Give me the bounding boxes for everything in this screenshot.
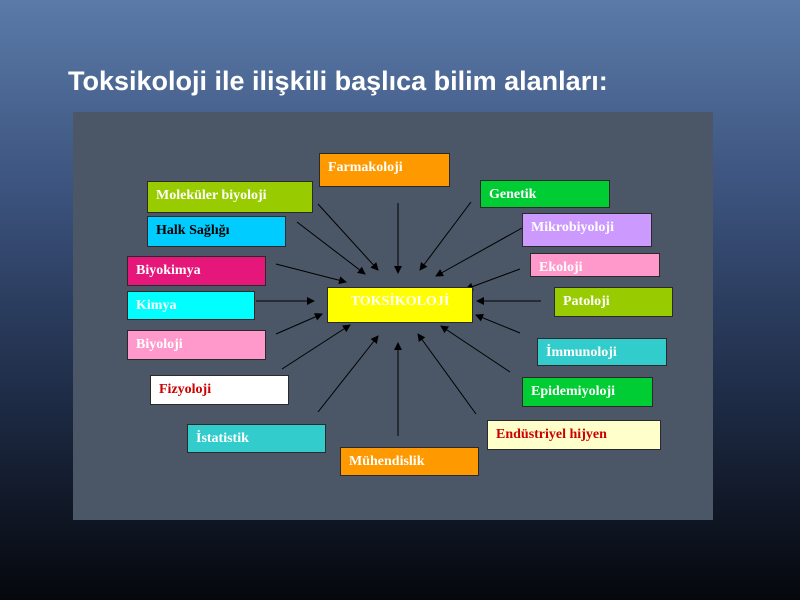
arrow-ekoloji [465,268,521,291]
center-box-toksikoloji: TOKSİKOLOJİ [327,287,473,323]
arrow-biyokimya [275,263,347,285]
box-muhendislik: Mühendislik [340,447,479,476]
arrow-genetik [419,201,472,271]
arrow-mikrobiyoloji [435,227,523,277]
box-genetik: Genetik [480,180,610,208]
slide-title: Toksikoloji ile ilişkili başlıca bilim a… [68,66,608,96]
arrow-epidemiyoloji [440,325,511,373]
box-biyoloji: Biyoloji [127,330,266,360]
box-kimya: Kimya [127,291,255,320]
box-molekuler-biyoloji: Moleküler biyoloji [147,181,313,213]
box-istatistik: İstatistik [187,424,326,453]
arrow-molekuler-biyoloji [317,203,379,271]
box-epidemiyoloji: Epidemiyoloji [522,377,653,407]
arrow-halk-sagligi [296,221,366,275]
box-fizyoloji: Fizyoloji [150,375,289,405]
arrow-biyoloji [275,313,323,335]
box-immunoloji: İmmunoloji [537,338,667,366]
arrow-istatistik [317,335,379,413]
box-farmakoloji: Farmakoloji [319,153,450,187]
box-halk-sagligi: Halk Sağlığı [147,216,286,247]
box-endustriyel-hijyen: Endüstriyel hijyen [487,420,661,450]
arrow-immunoloji [475,313,521,334]
arrow-fizyoloji [281,324,351,370]
box-patoloji: Patoloji [554,287,673,317]
arrow-endustriyel-hijyen [417,333,477,415]
box-biyokimya: Biyokimya [127,256,266,286]
box-ekoloji: Ekoloji [530,253,660,277]
box-mikrobiyoloji: Mikrobiyoloji [522,213,652,247]
